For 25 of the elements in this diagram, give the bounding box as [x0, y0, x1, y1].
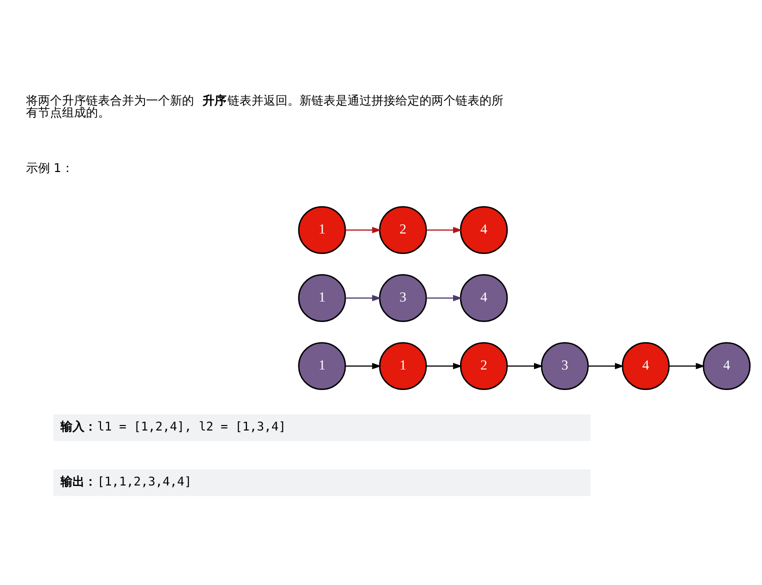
node-circle: 4	[460, 274, 508, 322]
label: 将两个升序链表合并为一个新的 升序链表并返回。新链表是通过拼接给定的两个链表的所有节点组成的。	[26, 94, 504, 120]
arrow	[426, 362, 462, 370]
node-circle: 4	[460, 206, 508, 254]
node-circle: 2	[379, 206, 427, 254]
arrow	[669, 362, 705, 370]
node-circle: 4	[702, 342, 751, 390]
arrow	[345, 294, 382, 302]
arrow	[507, 362, 544, 370]
arrow	[588, 362, 624, 370]
node-circle: 3	[540, 342, 589, 390]
node-circle: 1	[298, 274, 346, 322]
label: 示例 1：	[26, 161, 74, 176]
node-circle: 4	[622, 342, 670, 390]
label: 输入：l1 = [1,2,4], l2 = [1,3,4]	[60, 419, 286, 434]
node-circle: 1	[298, 206, 346, 254]
node-circle: 3	[379, 274, 427, 322]
arrow	[426, 294, 462, 302]
node-circle: 1	[298, 342, 346, 390]
label: 输出：[1,1,2,3,4,4]	[60, 474, 192, 489]
arrow	[345, 362, 382, 370]
arrow	[345, 226, 382, 234]
node-circle: 2	[460, 342, 508, 390]
arrow	[426, 226, 462, 234]
node-circle: 1	[379, 342, 427, 390]
